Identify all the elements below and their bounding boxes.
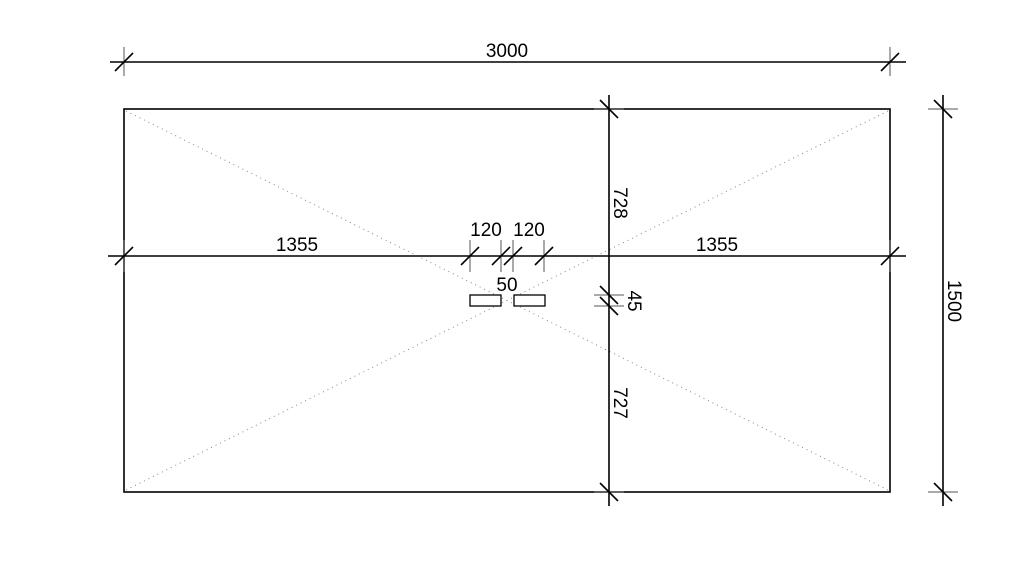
gap-vertical-label: 45 bbox=[623, 290, 644, 311]
left-small-rectangle bbox=[469, 294, 502, 307]
overall-width-label: 3000 bbox=[486, 41, 528, 62]
lower-vertical-label: 727 bbox=[609, 387, 630, 419]
center-gap-label: 50 bbox=[496, 275, 517, 296]
horizontal-dimension-chain: 1355 1355 120 120 50 bbox=[108, 220, 906, 296]
overall-height-label: 1500 bbox=[943, 280, 964, 322]
overall-width-dimension: 3000 bbox=[110, 41, 906, 76]
left-segment-label: 1355 bbox=[276, 235, 318, 256]
right-small-rectangle bbox=[513, 294, 546, 307]
overall-height-dimension: 1500 bbox=[928, 95, 964, 506]
outer-rectangle bbox=[123, 108, 891, 493]
right-segment-label: 1355 bbox=[696, 235, 738, 256]
center-right-label: 120 bbox=[513, 220, 545, 241]
center-left-label: 120 bbox=[470, 220, 502, 241]
upper-vertical-label: 728 bbox=[609, 187, 630, 219]
vertical-dimension-chain: 728 45 727 bbox=[594, 95, 644, 506]
diagonal-line bbox=[125, 110, 889, 491]
